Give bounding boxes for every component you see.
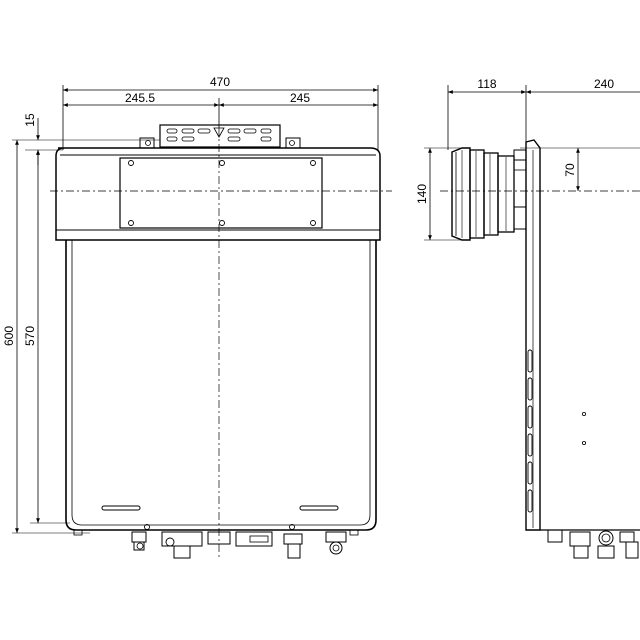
- top-cover-panel: [55, 147, 381, 241]
- right-vent-slot: [299, 505, 339, 511]
- left-vent-slot: [101, 505, 141, 511]
- side-view: 118 240 140 70: [415, 77, 640, 559]
- flue-outlet: [451, 147, 527, 241]
- dim-total-height: 600: [2, 326, 16, 346]
- dim-left-half: 245.5: [125, 91, 155, 105]
- top-mounting-bracket: [139, 124, 301, 149]
- dim-side-back: 240: [594, 77, 614, 91]
- dim-top-offset: 15: [23, 113, 37, 127]
- dim-side-front: 118: [477, 77, 496, 91]
- front-panel-window: [119, 157, 323, 229]
- dim-body-height: 570: [23, 326, 37, 346]
- dim-right-half: 245: [290, 91, 310, 105]
- front-view: 470 245.5 245 15 600 570: [2, 75, 392, 560]
- dim-flue-center: 70: [563, 163, 577, 177]
- dim-flue-height: 140: [415, 184, 429, 204]
- bottom-pipe-fittings: [131, 524, 347, 559]
- side-pipe-fittings: [547, 529, 639, 559]
- side-body: [525, 139, 640, 531]
- dim-total-width: 470: [210, 75, 230, 89]
- main-body: [65, 240, 377, 536]
